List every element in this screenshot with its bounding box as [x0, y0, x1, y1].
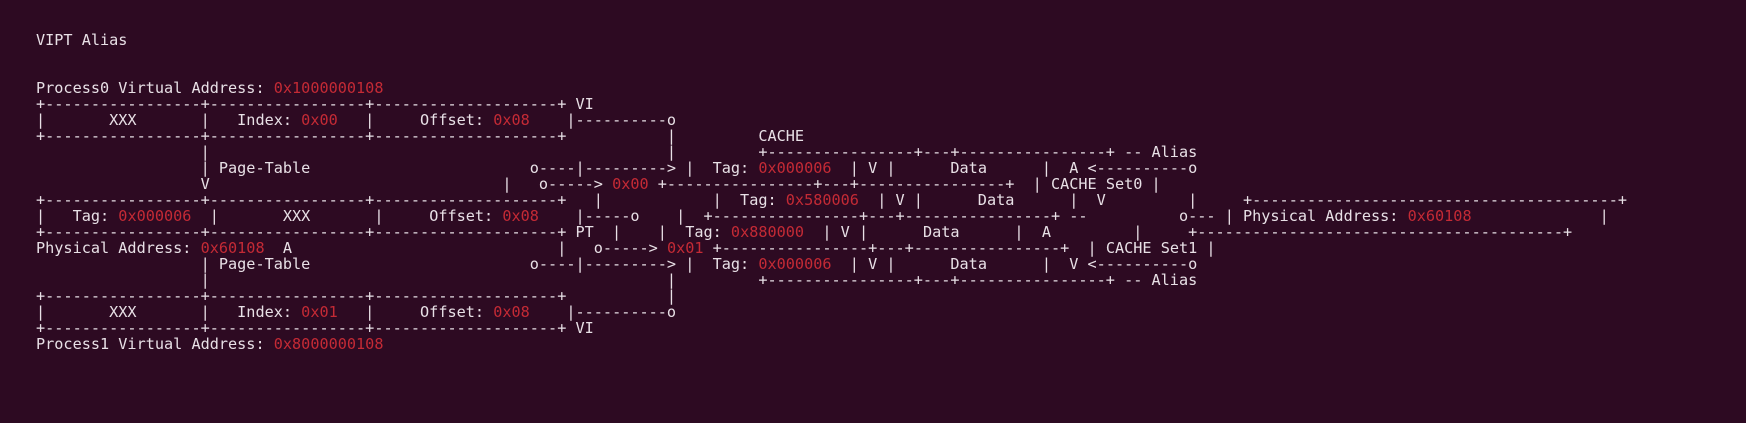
ascii-line-3: Process0 Virtual Address: 0x1000000108: [0, 80, 1746, 96]
ascii-text: A | o----->: [264, 239, 667, 257]
hex-value: 0x000006: [758, 255, 832, 273]
ascii-text: V | o----->: [36, 175, 613, 193]
ascii-text: | V | Data | V <----------o: [831, 255, 1198, 273]
hex-value: 0x8000000108: [273, 335, 384, 353]
ascii-text: | Offset:: [337, 111, 494, 129]
ascii-text: | V | Data | A | +----------------------…: [804, 223, 1573, 241]
ascii-text: +----------------+---+----------------+ …: [648, 175, 1161, 193]
ascii-line-0: VIPT Alias: [0, 32, 1746, 48]
ascii-line-4: +-----------------+-----------------+---…: [0, 96, 1746, 112]
ascii-line-8: | Page-Table o----|---------> | Tag: 0x0…: [0, 160, 1746, 176]
ascii-line-12: +-----------------+-----------------+---…: [0, 224, 1746, 240]
ascii-line-2: [0, 64, 1746, 80]
ascii-text: |----------o: [529, 303, 677, 321]
ascii-text: | Page-Table o----|---------> | Tag:: [36, 159, 759, 177]
ascii-text: | XXX | Offset:: [191, 207, 503, 225]
ascii-line-15: | | +----------------+---+--------------…: [0, 272, 1746, 288]
ascii-text: | Page-Table o----|---------> | Tag:: [36, 255, 759, 273]
hex-value: 0x000006: [758, 159, 832, 177]
ascii-text: | V | Data | A <----------o: [831, 159, 1198, 177]
ascii-text: Process0 Virtual Address:: [36, 79, 274, 97]
hex-value: 0x08: [502, 207, 539, 225]
ascii-text: | Tag:: [36, 207, 119, 225]
ascii-text: +-----------------+-----------------+---…: [36, 127, 805, 145]
ascii-text: | | +----------------+---+--------------…: [36, 143, 1198, 161]
ascii-text: | | +----------------+---+--------------…: [36, 271, 1198, 289]
hex-value: 0x08: [493, 303, 530, 321]
ascii-text: Process1 Virtual Address:: [36, 335, 274, 353]
hex-value: 0x000006: [118, 207, 192, 225]
ascii-line-7: | | +----------------+---+--------------…: [0, 144, 1746, 160]
ascii-line-5: | XXX | Index: 0x00 | Offset: 0x08 |----…: [0, 112, 1746, 128]
ascii-line-10: +-----------------+-----------------+---…: [0, 192, 1746, 208]
ascii-text: +-----------------+-----------------+---…: [36, 95, 594, 113]
ascii-text: +----------------+---+----------------+ …: [703, 239, 1216, 257]
ascii-line-1: [0, 48, 1746, 64]
hex-value: 0x00: [612, 175, 649, 193]
hex-value: 0x01: [666, 239, 704, 257]
hex-value: 0x08: [493, 111, 530, 129]
ascii-line-17: | XXX | Index: 0x01 | Offset: 0x08 |----…: [0, 304, 1746, 320]
ascii-text: |----------o: [529, 111, 677, 129]
hex-value: 0x01: [301, 303, 338, 321]
ascii-text: VIPT Alias: [36, 31, 128, 49]
ascii-line-19: Process1 Virtual Address: 0x8000000108: [0, 336, 1746, 352]
ascii-line-6: +-----------------+-----------------+---…: [0, 128, 1746, 144]
ascii-text: | XXX | Index:: [36, 111, 302, 129]
ascii-text: | XXX | Index:: [36, 303, 302, 321]
ascii-line-13: Physical Address: 0x60108 A | o-----> 0x…: [0, 240, 1746, 256]
ascii-text: |-----o | +----------------+---+--------…: [538, 207, 1408, 225]
ascii-line-11: | Tag: 0x000006 | XXX | Offset: 0x08 |--…: [0, 208, 1746, 224]
hex-value: 0x880000: [730, 223, 805, 241]
hex-value: 0x580006: [785, 191, 859, 209]
ascii-text: Physical Address:: [36, 239, 201, 257]
hex-value: 0x60108: [200, 239, 265, 257]
hex-value: 0x00: [301, 111, 338, 129]
ascii-text: +-----------------+-----------------+---…: [36, 319, 594, 337]
ascii-line-16: +-----------------+-----------------+---…: [0, 288, 1746, 304]
top-padding: [0, 0, 1746, 32]
ascii-line-14: | Page-Table o----|---------> | Tag: 0x0…: [0, 256, 1746, 272]
ascii-line-9: V | o-----> 0x00 +----------------+---+-…: [0, 176, 1746, 192]
hex-value: 0x1000000108: [273, 79, 384, 97]
hex-value: 0x60108: [1407, 207, 1472, 225]
ascii-text: +-----------------+-----------------+---…: [36, 191, 786, 209]
ascii-text: |: [1471, 207, 1609, 225]
ascii-text: | V | Data | V | +----------------------…: [858, 191, 1628, 209]
ascii-line-18: +-----------------+-----------------+---…: [0, 320, 1746, 336]
ascii-text: +-----------------+-----------------+---…: [36, 223, 731, 241]
ascii-text: +-----------------+-----------------+---…: [36, 287, 677, 305]
ascii-text: | Offset:: [337, 303, 494, 321]
